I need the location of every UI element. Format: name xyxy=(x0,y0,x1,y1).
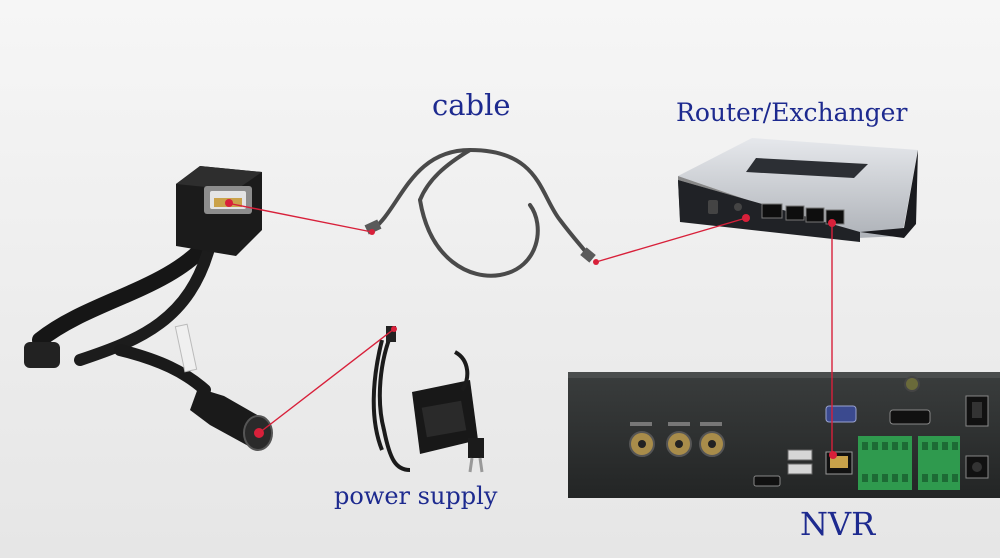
dc-power-jack xyxy=(190,388,273,451)
power-adapter xyxy=(371,326,484,473)
nvr-bnc-ports xyxy=(629,422,725,457)
camera-rj45-port xyxy=(176,166,262,256)
line-cable-to-router xyxy=(595,217,747,263)
label-power-supply: power supply xyxy=(334,482,498,510)
connection-lines xyxy=(231,203,833,455)
line-camera-to-cable xyxy=(231,203,373,233)
label-cable: cable xyxy=(432,88,511,122)
router-device xyxy=(678,138,918,242)
nvr-alarm-terminals xyxy=(858,436,960,490)
camera-pigtail xyxy=(24,232,218,396)
line-jack-to-adapter xyxy=(258,328,395,434)
label-router-exchanger: Router/Exchanger xyxy=(676,98,908,127)
nvr-device xyxy=(568,372,1000,498)
label-nvr: NVR xyxy=(800,505,876,543)
connection-endpoints xyxy=(369,229,599,332)
patch-cable xyxy=(364,147,596,278)
